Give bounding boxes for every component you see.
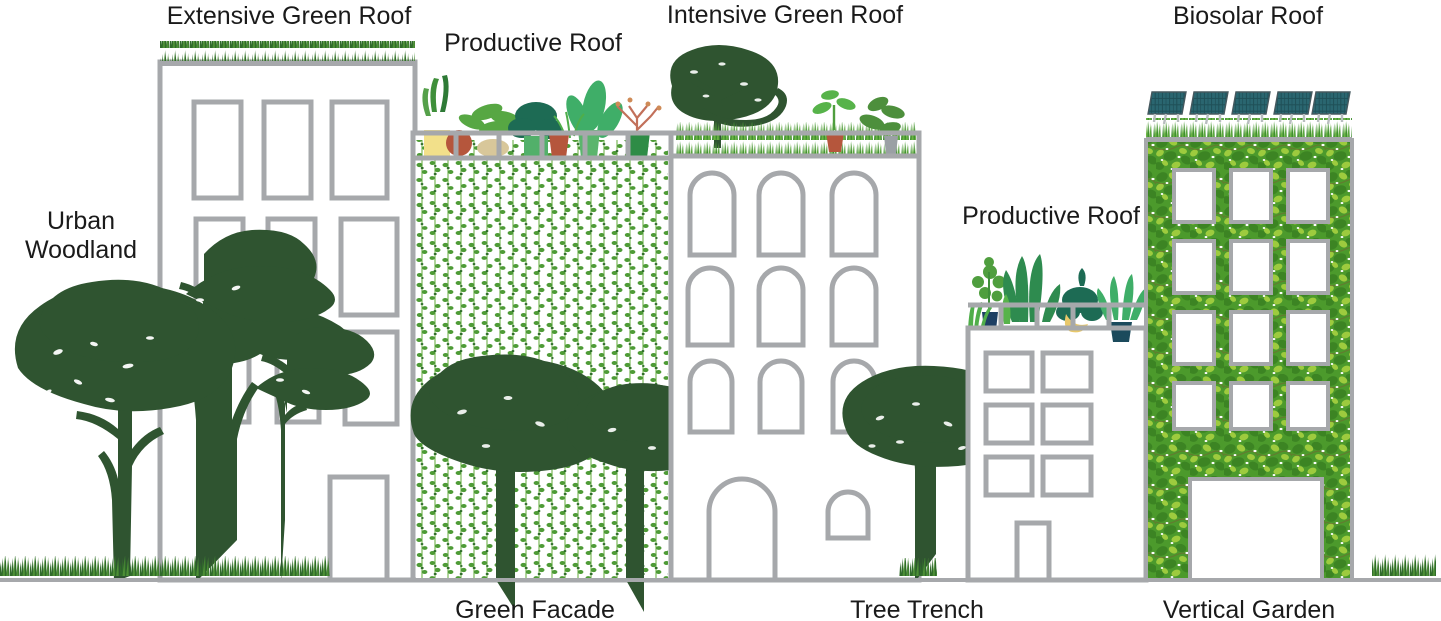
green-facade-front-trees — [410, 354, 722, 612]
vertical-garden-building — [1144, 91, 1354, 582]
label-productive-roof-right: Productive Roof — [962, 202, 1140, 230]
label-vertical-garden: Vertical Garden — [1162, 596, 1336, 621]
label-green-facade: Green Facade — [455, 596, 615, 621]
productive-roof-right-shelf — [968, 302, 1146, 331]
intensive-roof-parapet — [671, 130, 919, 159]
productive-roof-left-planters — [422, 75, 662, 158]
intensive-roof-planting — [670, 45, 916, 154]
label-biosolar-roof: Biosolar Roof — [1172, 2, 1324, 30]
label-productive-roof-left: Productive Roof — [444, 29, 622, 57]
label-tree-trench: Tree Trench — [850, 596, 984, 621]
green-facade-building — [410, 75, 722, 612]
intensive-green-roof-building — [668, 45, 922, 583]
label-extensive-green-roof: Extensive Green Roof — [166, 2, 412, 30]
biosolar-roof — [1146, 91, 1352, 142]
urban-woodland-trees — [0, 229, 375, 582]
productive-roof-building — [965, 254, 1149, 583]
right-grass-patch — [1372, 553, 1436, 580]
solar-panel-array — [1147, 91, 1351, 125]
label-intensive-green-roof: Intensive Green Roof — [666, 1, 904, 29]
productive-roof-left-shelf — [413, 130, 671, 161]
label-urban-woodland: Urban Woodland — [24, 207, 138, 264]
extensive-green-roof-grass — [160, 41, 415, 66]
